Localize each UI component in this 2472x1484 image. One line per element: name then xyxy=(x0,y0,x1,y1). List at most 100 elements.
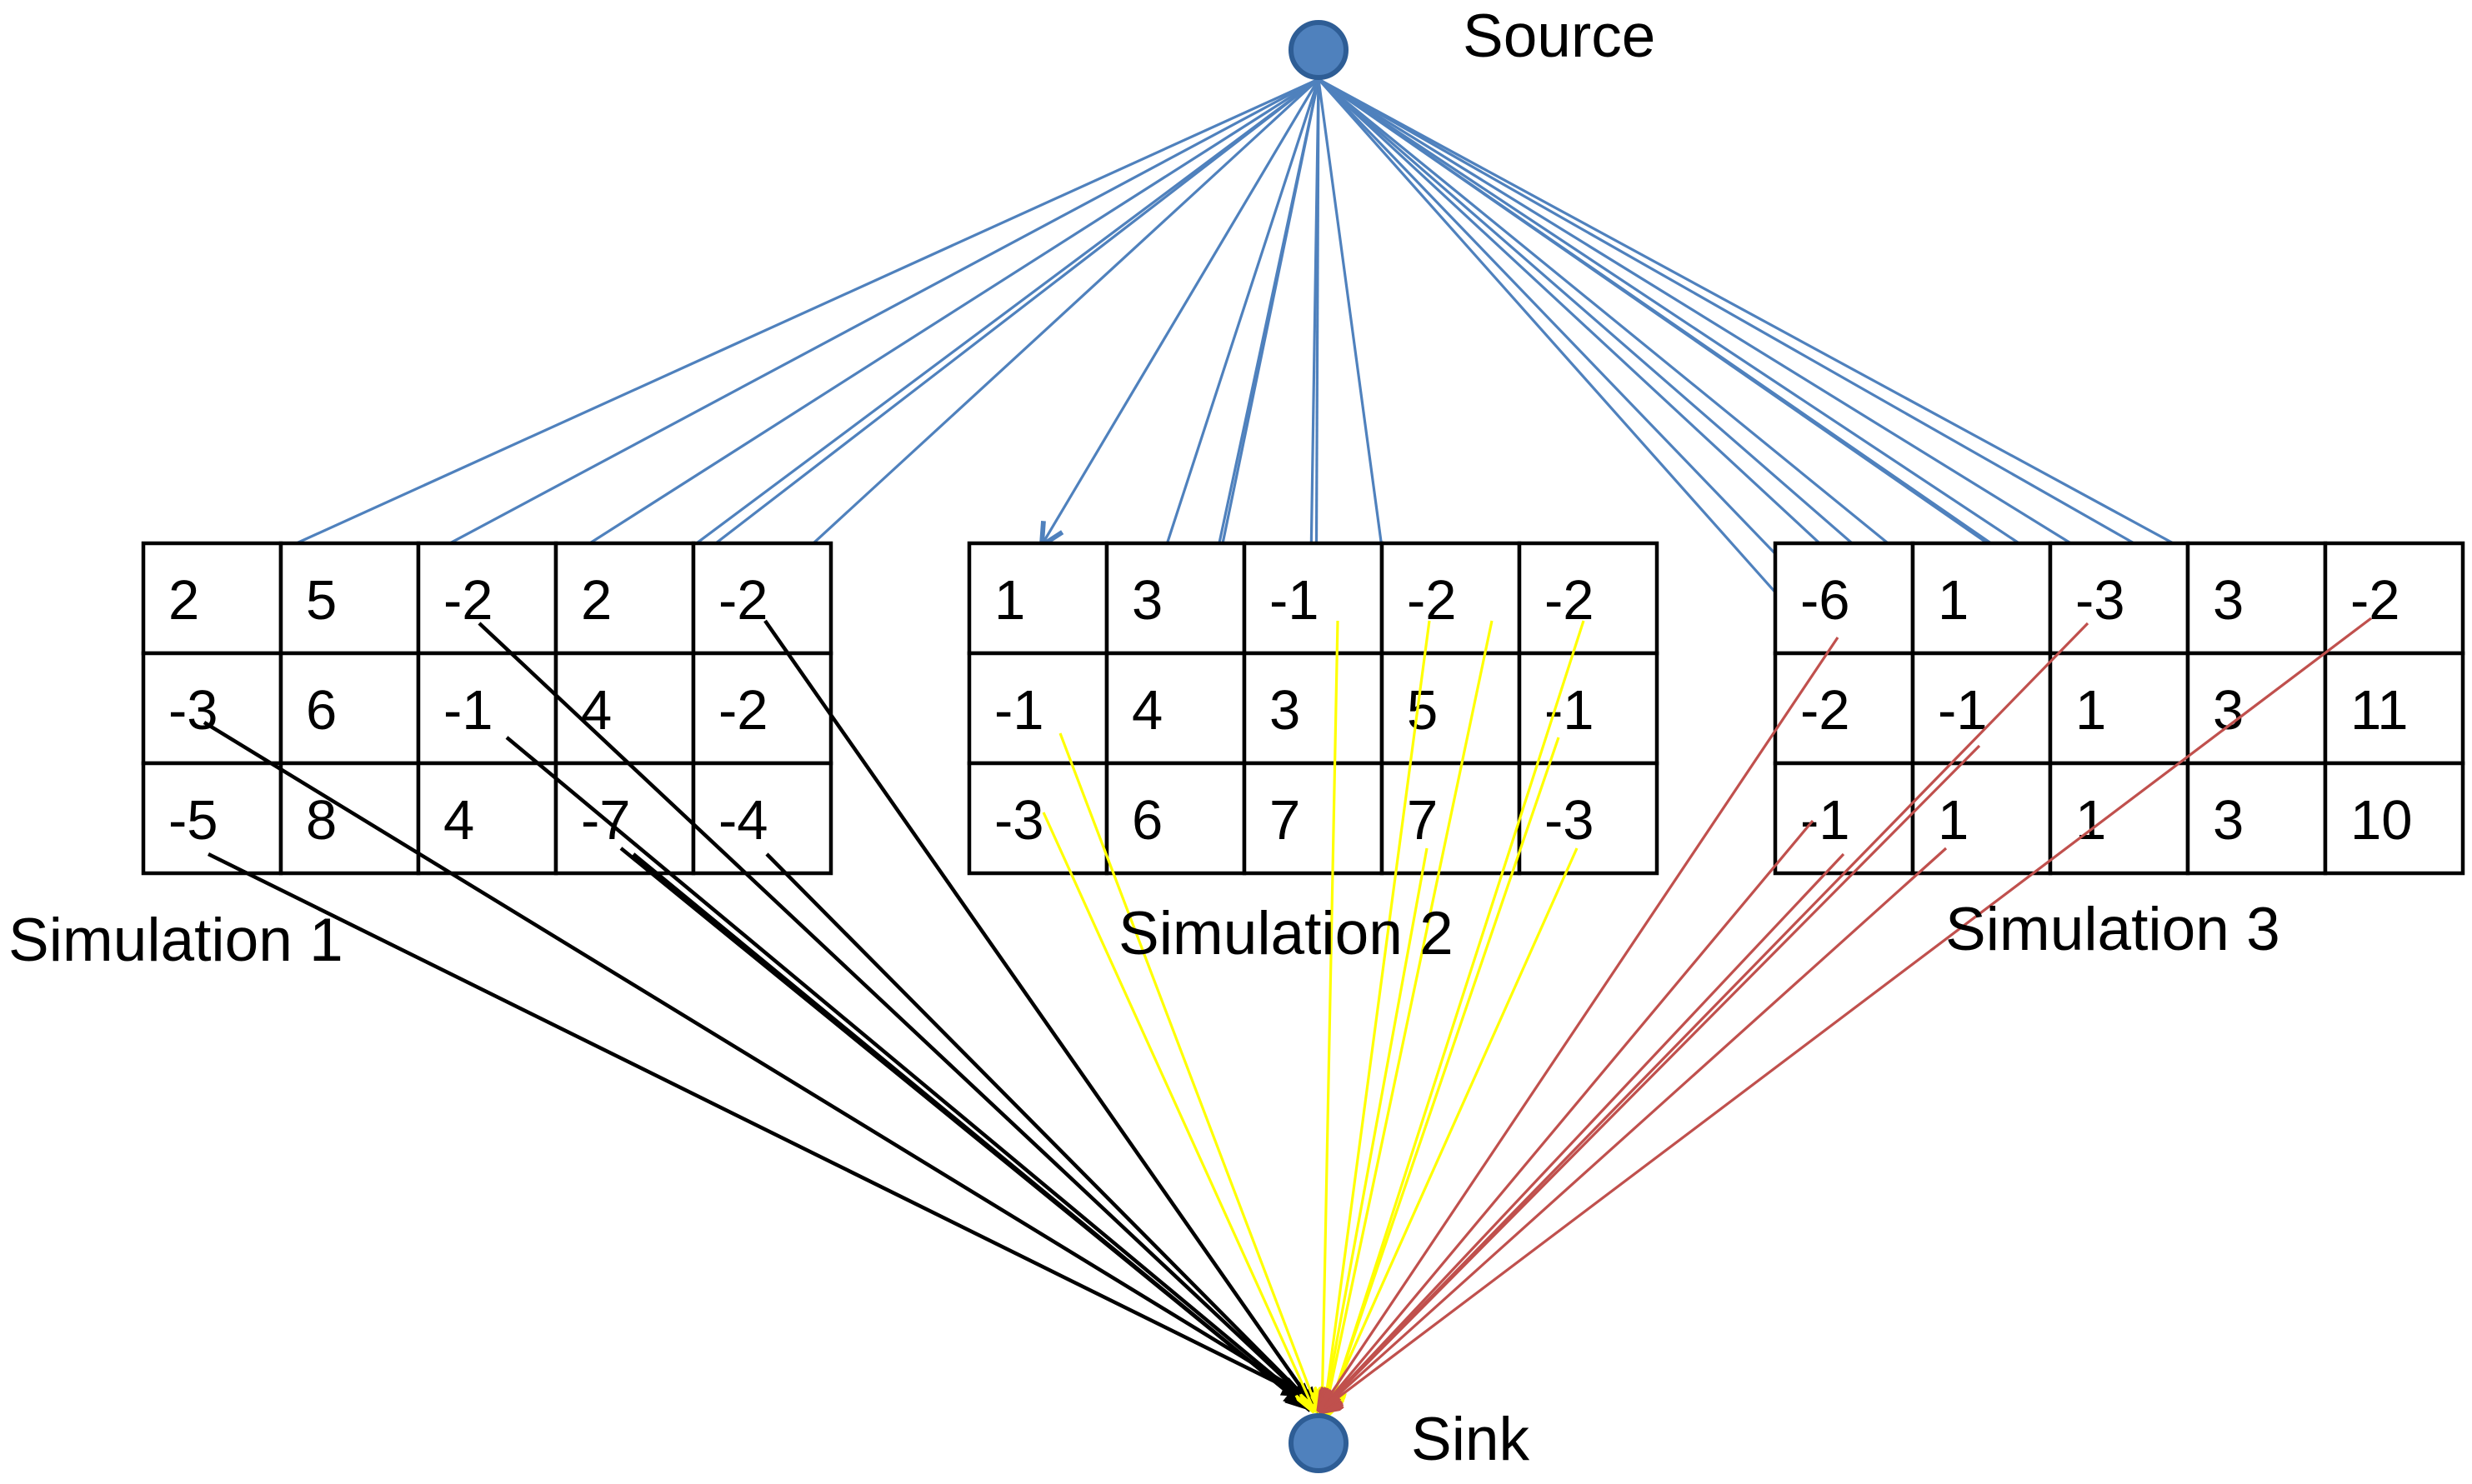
grid-cell xyxy=(416,541,558,656)
grid-cell xyxy=(691,761,833,876)
sink-edge xyxy=(1325,847,1579,1412)
cell-value: -4 xyxy=(718,789,768,852)
grid-cell xyxy=(1517,541,1659,656)
sink-edge xyxy=(1322,620,1339,1416)
sink-node xyxy=(1289,1413,1349,1473)
sink-edge xyxy=(1324,620,1431,1416)
source-edge xyxy=(1317,77,1926,607)
cell-value: -3 xyxy=(1544,789,1594,852)
source-edge xyxy=(1318,77,2164,601)
source-edge xyxy=(1318,77,2239,603)
cell-value: -1 xyxy=(1938,679,1988,742)
grid-cell xyxy=(553,541,696,656)
cell-value: 1 xyxy=(1938,569,1969,632)
cell-value: 10 xyxy=(2350,789,2413,852)
grid-cell xyxy=(2185,541,2328,656)
cell-value: -5 xyxy=(168,789,218,852)
sink-edge xyxy=(765,852,1317,1409)
cell-value: -2 xyxy=(1544,569,1594,632)
source-label: Source xyxy=(1463,2,1655,70)
cell-value: 3 xyxy=(2213,679,2244,742)
cell-value: 5 xyxy=(306,569,337,632)
cell-value: 5 xyxy=(1407,679,1438,742)
cell-value: -3 xyxy=(2075,569,2125,632)
sink-label: Sink xyxy=(1411,1406,1530,1473)
cell-value: -2 xyxy=(443,569,493,632)
grid-cell xyxy=(141,541,283,656)
cell-value: 6 xyxy=(1132,789,1163,852)
sink-edge xyxy=(632,852,1312,1412)
sink-edge xyxy=(1319,622,2089,1412)
grid-cell xyxy=(2323,651,2465,766)
source-edge xyxy=(203,77,1319,587)
sink-edge xyxy=(1319,617,2372,1412)
cell-value: -3 xyxy=(168,679,218,742)
simulation-3-label: Simulation 3 xyxy=(1945,896,2280,963)
cell-value: -1 xyxy=(1800,789,1850,852)
sink-edge xyxy=(1319,637,1839,1412)
cell-value: -1 xyxy=(443,679,493,742)
source-edge xyxy=(1318,77,2064,593)
cell-value: 1 xyxy=(2075,679,2106,742)
grid-cell xyxy=(553,761,696,876)
cell-value: 4 xyxy=(1132,679,1163,742)
cell-value: 8 xyxy=(306,789,337,852)
cell-value: 3 xyxy=(2213,569,2244,632)
cell-value: -6 xyxy=(1800,569,1850,632)
cell-value: -2 xyxy=(718,679,768,742)
cell-value: 4 xyxy=(443,789,474,852)
cell-value: 2 xyxy=(168,569,199,632)
source-node xyxy=(1289,20,1349,80)
grid-cell xyxy=(1379,651,1522,766)
sink-edge xyxy=(1324,847,1429,1414)
grid-cell xyxy=(1242,761,1384,876)
cell-value: -1 xyxy=(1544,679,1594,742)
grid-cell xyxy=(2185,761,2328,876)
sink-edge xyxy=(1319,819,1814,1412)
grid-cell xyxy=(1910,761,2053,876)
grid-cell xyxy=(2048,541,2190,656)
cell-value: -3 xyxy=(994,789,1044,852)
source-edge xyxy=(1038,78,1320,551)
source-edge xyxy=(1152,78,1320,576)
cell-value: -2 xyxy=(2350,569,2400,632)
grid-cell xyxy=(141,651,283,766)
grid-cell xyxy=(1242,651,1384,766)
grid-cell xyxy=(278,541,421,656)
sink-edge xyxy=(208,852,1308,1400)
grid-cell xyxy=(1773,541,1915,656)
sink-edge xyxy=(505,736,1315,1411)
simulation-2-label: Simulation 2 xyxy=(1118,900,1454,967)
simulation-1-grid: 25-22-2-36-14-2-584-7-4 xyxy=(141,541,833,876)
grid-cell xyxy=(1104,651,1247,766)
grid-cell xyxy=(967,651,1109,766)
sink-edge xyxy=(763,619,1320,1414)
cell-value: 1 xyxy=(1938,789,1969,852)
sink-edge xyxy=(1319,847,1948,1412)
simulation-1-sink-edges xyxy=(203,619,1320,1414)
cell-value: 3 xyxy=(1132,569,1163,632)
cell-value: -1 xyxy=(994,679,1044,742)
grid-cell xyxy=(553,651,696,766)
sink-edge xyxy=(203,721,1319,1404)
grid-cell xyxy=(1104,541,1247,656)
grid-cell xyxy=(1910,651,2053,766)
cell-value: 6 xyxy=(306,679,337,742)
sink-edge xyxy=(1327,737,1560,1416)
simulation-3-sink-edges xyxy=(1319,617,2372,1412)
sink-edge xyxy=(1058,732,1319,1412)
cell-value: 7 xyxy=(1407,789,1438,852)
sink-edge xyxy=(478,622,1315,1407)
grid-cell xyxy=(1910,541,2053,656)
cell-value: 11 xyxy=(2350,679,2409,742)
grid-cell xyxy=(967,541,1109,656)
grid-cell xyxy=(1773,651,1915,766)
grid-cell xyxy=(2323,761,2465,876)
grid-cell xyxy=(1104,761,1247,876)
cell-value: 1 xyxy=(994,569,1025,632)
sink-edge xyxy=(1325,620,1494,1412)
source-edge xyxy=(620,77,1319,601)
cell-value: -2 xyxy=(718,569,768,632)
grid-cell xyxy=(691,651,833,766)
